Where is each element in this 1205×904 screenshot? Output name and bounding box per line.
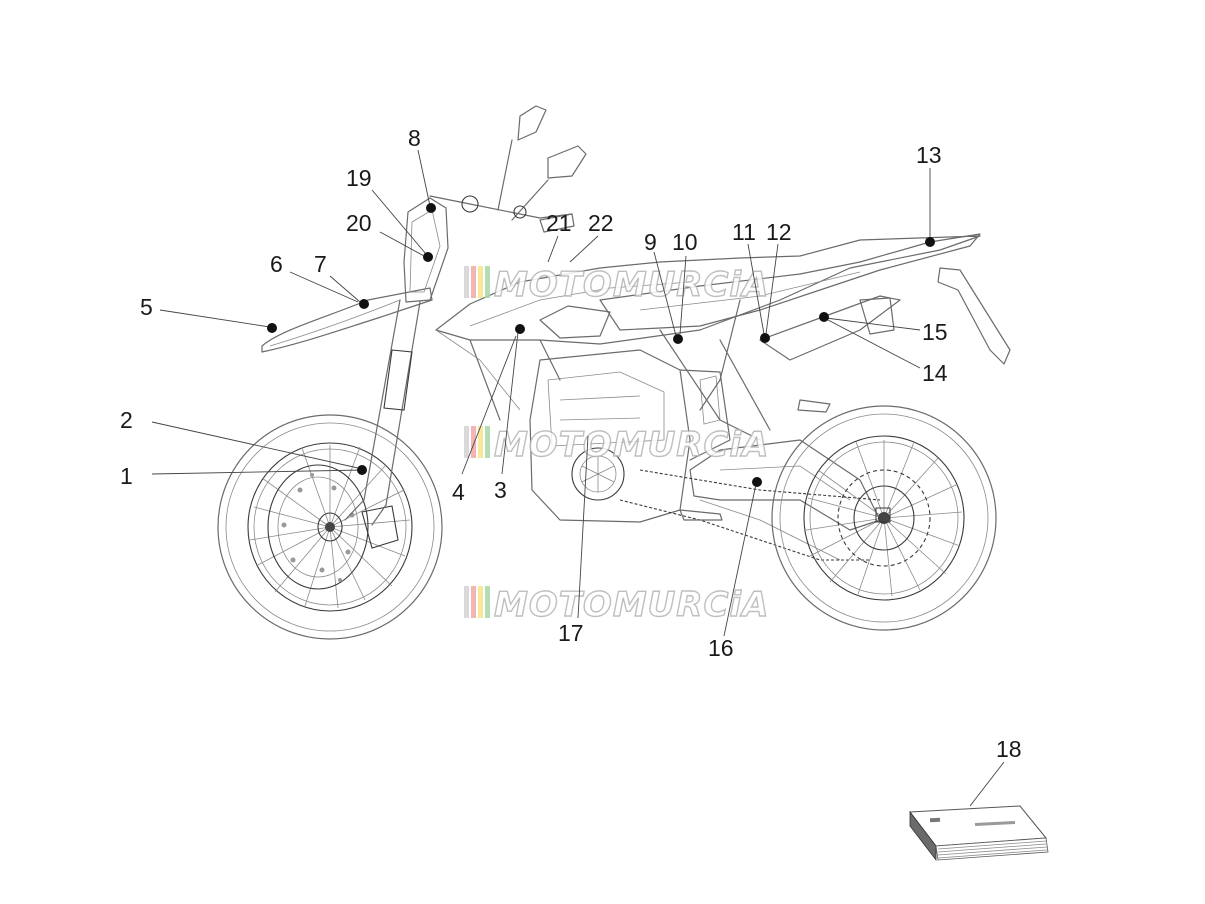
watermark-stripe <box>471 586 476 618</box>
rear-wheel <box>771 405 997 631</box>
callout-20: 20 <box>346 210 372 236</box>
exhaust <box>859 297 895 335</box>
callout-10: 10 <box>672 229 698 255</box>
handlebar-mirrors <box>429 105 587 233</box>
callout-12: 12 <box>766 219 792 245</box>
footpegs <box>679 399 831 521</box>
callout-7: 7 <box>314 251 327 277</box>
motorcycle-drawing <box>217 105 1011 640</box>
callout-8: 8 <box>408 125 421 151</box>
callout-dot <box>267 323 277 333</box>
watermark-bottom: MOTOMURCiA <box>464 584 769 626</box>
callout-2: 2 <box>120 407 133 433</box>
owners-manual-booklet <box>909 805 1049 862</box>
callout-dot <box>925 237 935 247</box>
callout-1: 1 <box>120 463 133 489</box>
watermark-middle: MOTOMURCiA <box>464 424 769 466</box>
callout-leaders <box>151 149 1005 807</box>
callout-5: 5 <box>140 294 153 320</box>
chain <box>619 469 881 561</box>
callout-14: 14 <box>922 360 948 386</box>
tank-side-panels <box>435 235 981 421</box>
watermark-stripe <box>485 266 490 298</box>
callout-15: 15 <box>922 319 948 345</box>
watermark-stripe <box>485 586 490 618</box>
watermark-stripe <box>478 426 483 458</box>
callout-dot <box>423 252 433 262</box>
callout-6: 6 <box>270 251 283 277</box>
watermark-stripe <box>471 266 476 298</box>
license-plate-bracket <box>937 267 1011 365</box>
watermark-top: MOTOMURCiA <box>464 264 769 306</box>
watermark-stripe <box>478 586 483 618</box>
callout-dot <box>819 312 829 322</box>
front-fender <box>261 287 433 353</box>
callout-dot <box>359 299 369 309</box>
callout-dot <box>673 334 683 344</box>
front-wheel <box>217 414 443 640</box>
callout-17: 17 <box>558 620 584 646</box>
watermark-stripe <box>464 266 469 298</box>
callout-13: 13 <box>916 142 942 168</box>
watermark-stripe <box>464 426 469 458</box>
callout-4: 4 <box>452 479 465 505</box>
callout-3: 3 <box>494 477 507 503</box>
callout-dot <box>426 203 436 213</box>
swingarm <box>689 439 881 561</box>
watermark-stripe <box>485 426 490 458</box>
front-fork <box>344 299 421 526</box>
watermark-text: MOTOMURCiA <box>494 265 769 305</box>
headlight-fairing <box>403 197 449 303</box>
watermark-stripe <box>464 586 469 618</box>
watermark-text: MOTOMURCiA <box>494 585 769 625</box>
callout-19: 19 <box>346 165 372 191</box>
callout-labels: 1 2 3 4 5 6 7 8 9 10 11 12 13 14 15 16 1… <box>120 125 1022 762</box>
engine <box>529 349 731 523</box>
callout-dot <box>515 324 525 334</box>
watermark-stripe <box>478 266 483 298</box>
callout-dot <box>357 465 367 475</box>
callout-22: 22 <box>588 210 614 236</box>
callout-18: 18 <box>996 736 1022 762</box>
callout-dot <box>760 333 770 343</box>
callout-16: 16 <box>708 635 734 661</box>
callout-21: 21 <box>546 210 572 236</box>
callout-dot <box>752 477 762 487</box>
callout-11: 11 <box>732 219 756 245</box>
frame <box>659 299 771 441</box>
callout-9: 9 <box>644 229 657 255</box>
watermark-stripe <box>471 426 476 458</box>
watermark-text: MOTOMURCiA <box>494 425 769 465</box>
